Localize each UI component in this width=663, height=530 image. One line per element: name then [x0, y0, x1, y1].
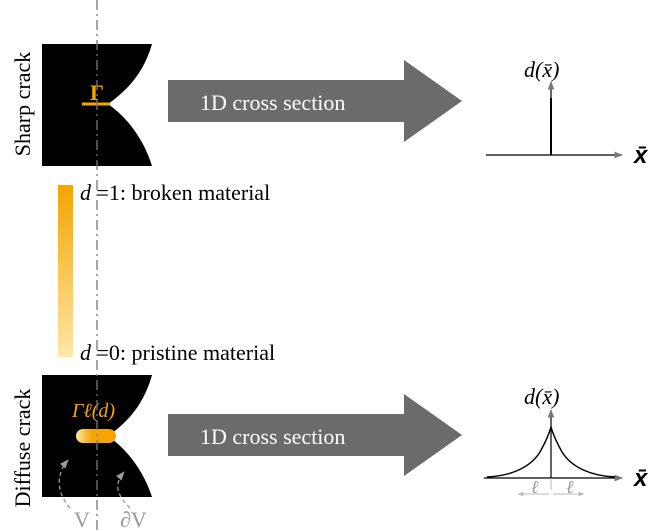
damage-min-symbol: d: [80, 340, 92, 365]
sharp-crack-gamma-label: Γ: [90, 80, 104, 105]
boundary-label: ∂V: [120, 507, 147, 530]
damage-gradient-bar: [58, 185, 73, 357]
diffuse-crack-gamma-label: Γℓ(d): [71, 400, 115, 422]
top-cross-section-arrow: [168, 60, 462, 142]
bottom-plot-y-label: d(x̄): [524, 384, 559, 409]
sharp-crack-side-label: Sharp crack: [10, 52, 35, 156]
bottom-plot-exponential-profile: [486, 424, 616, 478]
top-plot-y-label: d(x̄): [524, 57, 559, 82]
bottom-cross-section-arrow: [168, 394, 462, 476]
top-cross-section-label: 1D cross section: [200, 90, 345, 115]
boundary-callout-arrow: [115, 471, 131, 509]
damage-max-label: d =1: broken material: [80, 180, 270, 205]
bottom-cross-section-label: 1D cross section: [200, 424, 345, 449]
domain-label: V: [74, 507, 90, 530]
bottom-plot-width-right-label: ℓ: [566, 477, 574, 497]
diffuse-crack-band: [76, 429, 116, 443]
damage-max-symbol: d: [80, 180, 92, 205]
top-plot-x-label: x̄: [632, 142, 649, 169]
damage-max-text: =1: broken material: [97, 180, 271, 205]
damage-min-label: d =0: pristine material: [80, 340, 275, 365]
diffuse-crack-side-label: Diffuse crack: [10, 389, 35, 508]
damage-min-text: =0: pristine material: [97, 340, 276, 365]
bottom-plot-x-label: x̄: [632, 465, 649, 492]
bottom-plot-width-left-label: ℓ: [531, 477, 539, 497]
